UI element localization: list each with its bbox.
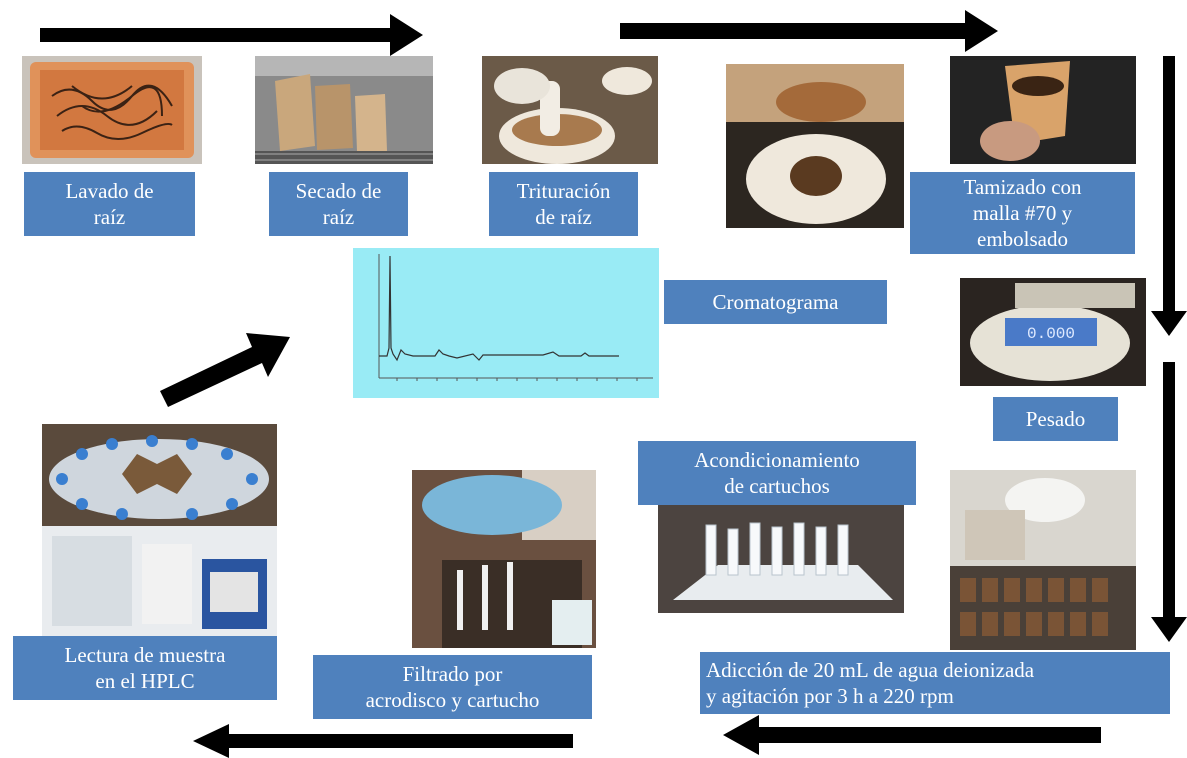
label-cromatograma: Cromatograma	[664, 280, 887, 324]
photo-hplc	[42, 424, 277, 636]
photo-root-grinding	[482, 56, 658, 164]
arrow-down-right-2	[1151, 362, 1187, 642]
photo-sieving-bag	[950, 56, 1136, 164]
photo-root-drying	[255, 56, 433, 164]
photo-agitation	[950, 470, 1136, 650]
arrow-down-right-1	[1151, 56, 1187, 336]
arrow-left-bottom-1	[723, 715, 1101, 755]
photo-root-powder	[726, 64, 904, 228]
arrow-left-bottom-2	[193, 724, 573, 758]
arrow-right-top-1	[40, 14, 423, 56]
photo-cartridges	[658, 505, 904, 613]
photo-filtering	[412, 470, 596, 648]
arrow-right-top-2	[620, 10, 998, 52]
label-pesado: Pesado	[993, 397, 1118, 441]
photo-root-washing	[22, 56, 202, 164]
arrow-diagonal-up	[160, 325, 295, 410]
scale-readout: 0.000	[1027, 325, 1075, 343]
photo-scale: 0.000	[960, 278, 1146, 386]
chromatogram-plot	[353, 248, 659, 398]
